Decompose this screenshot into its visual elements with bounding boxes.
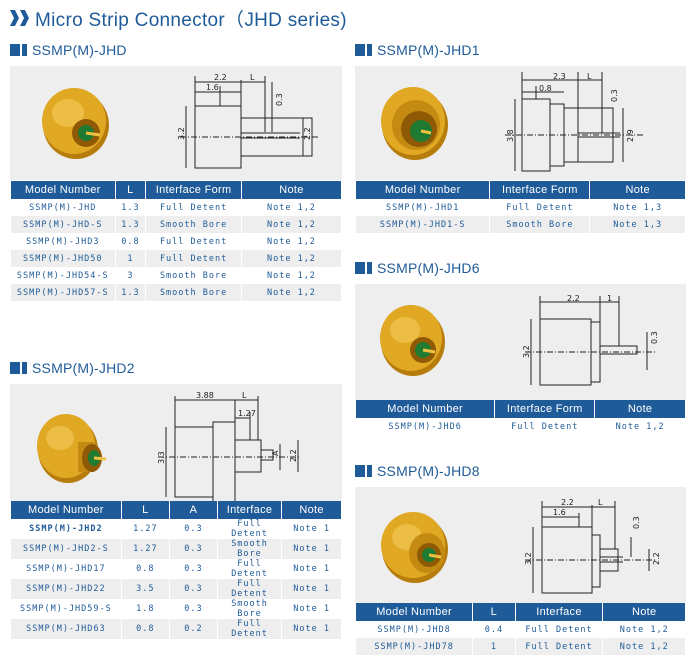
table-jhd: Model Number L Interface Form Note SSMP(…	[10, 181, 342, 301]
table-jhd1: Model Number Interface Form Note SSMP(M)…	[355, 181, 686, 233]
jhd8-figure: 2.2 L 1.6 0.3 3.2 2.2	[381, 498, 661, 594]
section-heading-jhd6: SSMP(M)-JHD6	[355, 260, 480, 276]
square-bullet-icon	[10, 362, 20, 374]
svg-text:L: L	[250, 73, 255, 82]
svg-text:0.8: 0.8	[539, 84, 552, 93]
svg-text:2.2: 2.2	[561, 498, 574, 507]
svg-text:L: L	[242, 391, 247, 400]
panel-jhd: 2.2 L 1.6 0.3 3.2 2.2	[10, 66, 342, 180]
svg-text:0.3: 0.3	[650, 331, 659, 344]
svg-text:3.8: 3.8	[506, 129, 515, 142]
svg-text:2.2: 2.2	[303, 127, 312, 140]
svg-text:1: 1	[607, 294, 612, 303]
connector-image	[380, 305, 445, 376]
svg-text:L: L	[598, 498, 603, 507]
section-heading-jhd8: SSMP(M)-JHD8	[355, 463, 480, 479]
svg-text:3.2: 3.2	[524, 552, 533, 565]
svg-text:3.2: 3.2	[177, 127, 186, 140]
svg-text:A: A	[271, 450, 280, 456]
jhd2-figure: 3.88 L 1.27 A 3.3 2.2	[37, 391, 300, 503]
svg-text:1.27: 1.27	[238, 409, 256, 418]
table-jhd8: Model Number L Interface Note SSMP(M)-JH…	[355, 603, 686, 655]
svg-text:2.9: 2.9	[626, 129, 635, 142]
svg-text:2.2: 2.2	[289, 449, 298, 462]
jhd6-figure: 2.2 1 0.3 3.2	[380, 294, 659, 386]
svg-text:2.3: 2.3	[553, 72, 566, 81]
section-heading-jhd2: SSMP(M)-JHD2	[10, 360, 135, 376]
panel-jhd2: 3.88 L 1.27 A 3.3 2.2	[10, 384, 342, 503]
svg-text:L: L	[587, 72, 592, 81]
svg-text:1.6: 1.6	[206, 83, 219, 92]
square-bullet-icon	[10, 44, 20, 56]
svg-text:3.88: 3.88	[196, 391, 214, 400]
connector-image	[381, 512, 448, 583]
table-jhd6: Model Number Interface Form Note SSMP(M)…	[355, 400, 686, 435]
svg-text:0.3: 0.3	[632, 516, 641, 529]
svg-text:1.6: 1.6	[553, 508, 566, 517]
jhd1-figure: 2.3 L 0.8 0.3 3.8 2.9	[381, 72, 645, 172]
svg-text:0.3: 0.3	[275, 93, 284, 106]
svg-text:0.3: 0.3	[610, 89, 619, 102]
panel-jhd6: 2.2 1 0.3 3.2	[355, 284, 686, 400]
connector-image	[42, 88, 109, 159]
section-heading-jhd1: SSMP(M)-JHD1	[355, 42, 480, 58]
jhd-figure: 2.2 L 1.6 0.3 3.2 2.2	[42, 73, 320, 169]
svg-text:2.2: 2.2	[214, 73, 227, 82]
panel-jhd1: 2.3 L 0.8 0.3 3.8 2.9	[355, 66, 686, 180]
page-title: Micro Strip Connector（JHD series)	[35, 9, 347, 31]
square-bullet-icon	[355, 44, 365, 56]
page-header: Micro Strip Connector（JHD series)	[10, 6, 347, 31]
svg-text:2.2: 2.2	[567, 294, 580, 303]
svg-text:2.2: 2.2	[652, 552, 661, 565]
connector-image	[37, 414, 107, 483]
table-jhd2: Model Number L A Interface Note SSMP(M)-…	[10, 501, 342, 639]
section-heading-jhd: SSMP(M)-JHD	[10, 42, 127, 58]
svg-text:3.2: 3.2	[522, 345, 531, 358]
panel-jhd8: 2.2 L 1.6 0.3 3.2 2.2	[355, 487, 686, 603]
chevron-right-icon	[10, 10, 29, 26]
square-bullet-icon	[355, 262, 365, 274]
square-bullet-icon	[355, 465, 365, 477]
connector-image	[381, 87, 448, 160]
svg-text:3.3: 3.3	[157, 451, 166, 464]
